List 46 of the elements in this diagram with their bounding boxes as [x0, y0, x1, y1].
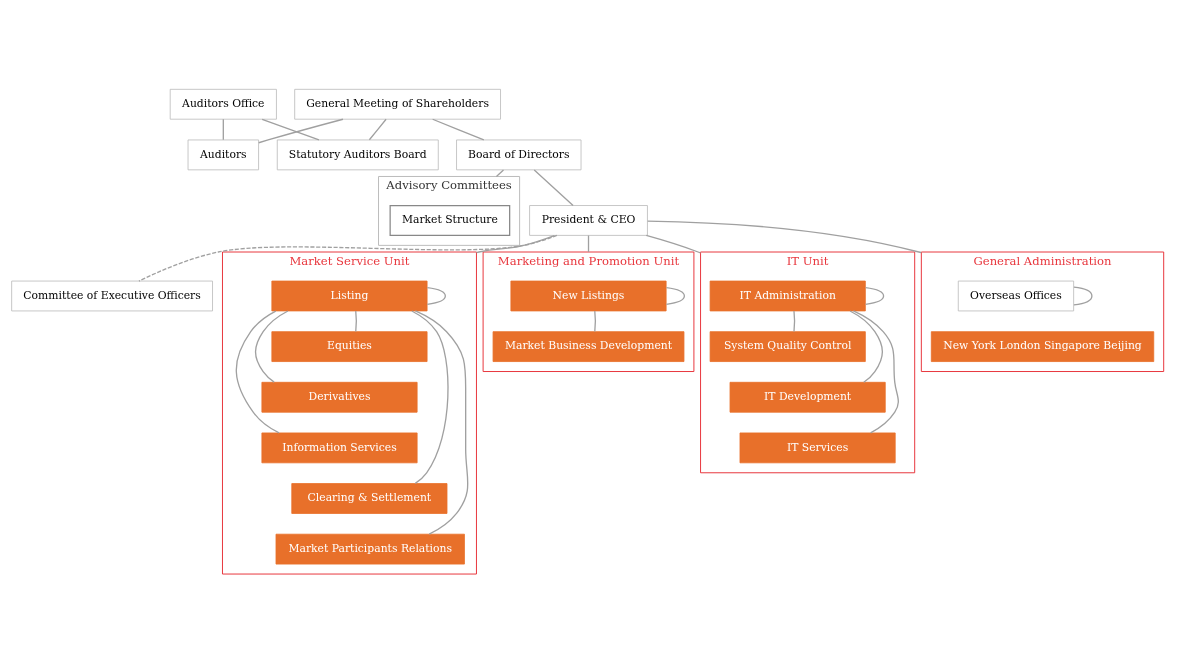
node-box: New York London Singapore Beijing — [930, 330, 1155, 362]
node-box: Market Business Development — [492, 330, 685, 362]
connector — [368, 118, 387, 140]
node-box: System Quality Control — [709, 330, 866, 362]
node-box: Board of Directors — [456, 139, 582, 170]
node-box: General Meeting of Shareholders — [294, 88, 501, 120]
connector — [426, 286, 446, 305]
connector — [355, 309, 357, 332]
node-box: IT Services — [739, 432, 896, 463]
connector — [222, 118, 224, 140]
connector — [852, 309, 899, 434]
node-box: Derivatives — [261, 381, 418, 413]
node-box: New Listings — [510, 280, 667, 311]
node-box: Auditors — [187, 139, 259, 170]
connector — [414, 309, 469, 535]
node-box: Overseas Offices — [957, 280, 1075, 311]
connector — [594, 309, 597, 332]
connector — [411, 309, 449, 484]
node-box: Information Services — [261, 432, 418, 463]
connector — [261, 118, 320, 141]
node-box: Statutory Auditors Board — [276, 139, 439, 170]
connector — [665, 286, 686, 305]
connector — [432, 118, 485, 141]
node-box: Market Structure — [389, 204, 511, 236]
node-box: Clearing & Settlement — [291, 482, 448, 514]
connector — [254, 309, 289, 383]
node-box: IT Administration — [709, 280, 866, 311]
connector — [864, 286, 885, 305]
connector — [647, 219, 922, 253]
connector — [258, 118, 344, 143]
node-box: Auditors Office — [169, 88, 277, 120]
connector — [495, 168, 505, 177]
node-box: IT Development — [729, 381, 886, 413]
connector — [793, 309, 796, 332]
connector — [138, 234, 558, 282]
node-box: Equities — [271, 330, 428, 362]
node-box: President & CEO — [529, 204, 648, 236]
connector — [1073, 286, 1093, 305]
connector — [475, 234, 555, 253]
connector — [235, 309, 280, 434]
connector — [645, 234, 702, 254]
connector — [533, 168, 574, 206]
node-box: Listing — [271, 280, 428, 311]
node-box: Market Participants Relations — [275, 533, 465, 564]
connector — [849, 309, 884, 383]
node-box: Committee of Executive Officers — [11, 280, 213, 311]
